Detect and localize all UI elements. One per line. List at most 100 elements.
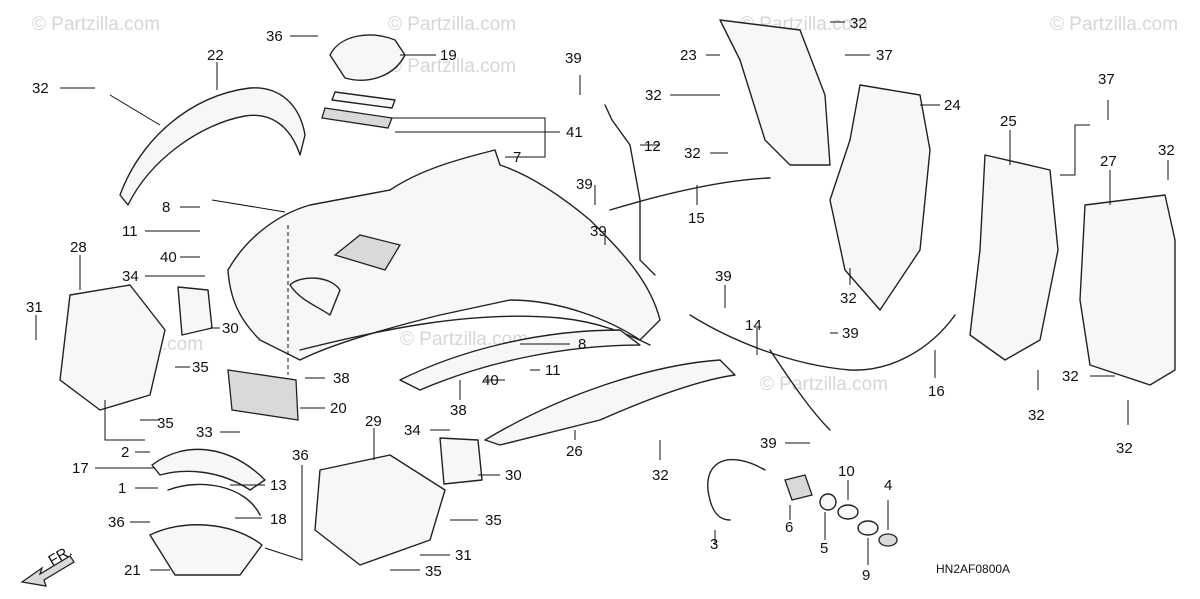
lower-fender-strip-part bbox=[484, 359, 736, 446]
callout-label: 32 bbox=[840, 290, 857, 307]
side-panel-part bbox=[969, 154, 1059, 361]
front-fender-part bbox=[227, 149, 661, 361]
part-drawings bbox=[20, 19, 1176, 587]
callout-label: 34 bbox=[122, 268, 139, 285]
wire-harness-part bbox=[707, 459, 766, 521]
rod-part bbox=[609, 177, 771, 211]
callout-label: 35 bbox=[157, 415, 174, 432]
callout-label: 40 bbox=[160, 249, 177, 266]
fender-lower-part bbox=[399, 329, 641, 391]
left-panel-part bbox=[59, 284, 166, 411]
front-direction-arrow-icon bbox=[20, 555, 75, 587]
callout-label: 39 bbox=[590, 223, 607, 240]
callout-label: 8 bbox=[578, 336, 586, 353]
diagram-code: HN2AF0800A bbox=[936, 562, 1010, 576]
callout-label: 38 bbox=[333, 370, 350, 387]
callout-label: 7 bbox=[513, 149, 521, 166]
callout-label: 3 bbox=[710, 536, 718, 553]
callout-label: 9 bbox=[862, 567, 870, 584]
seal-part bbox=[167, 483, 261, 516]
cable-part bbox=[769, 349, 831, 431]
callout-label: 39 bbox=[565, 50, 582, 67]
washer-part bbox=[837, 504, 859, 520]
callout-label: 32 bbox=[850, 15, 867, 32]
callout-label: 32 bbox=[32, 80, 49, 97]
callout-label: 13 bbox=[270, 477, 287, 494]
rod-part bbox=[604, 104, 656, 276]
callout-label: 11 bbox=[122, 223, 138, 240]
inner-fender-part bbox=[719, 19, 831, 166]
callout-label: 23 bbox=[680, 47, 697, 64]
callout-label: 30 bbox=[222, 320, 239, 337]
callout-label: 39 bbox=[576, 176, 593, 193]
watermark: © Partzilla.com bbox=[388, 14, 516, 35]
callout-label: 37 bbox=[876, 47, 893, 64]
callout-label: 38 bbox=[450, 402, 467, 419]
right-panel-part bbox=[1079, 194, 1176, 386]
mudguard-part bbox=[829, 84, 931, 311]
callout-label: 8 bbox=[162, 199, 170, 216]
callout-label: 41 bbox=[566, 124, 583, 141]
callout-label: 32 bbox=[1062, 368, 1079, 385]
callout-label: 22 bbox=[207, 47, 224, 64]
callout-label: 17 bbox=[72, 460, 89, 477]
callout-label: 2 bbox=[121, 444, 129, 461]
callout-label: 12 bbox=[644, 138, 661, 155]
callout-label: 25 bbox=[1000, 113, 1017, 130]
callout-label: 15 bbox=[688, 210, 705, 227]
callout-label: 19 bbox=[440, 47, 457, 64]
callout-label: 34 bbox=[404, 422, 421, 439]
callout-label: 32 bbox=[684, 145, 701, 162]
callout-label: 31 bbox=[26, 299, 43, 316]
callout-label: 39 bbox=[760, 435, 777, 452]
callout-label: 16 bbox=[928, 383, 945, 400]
watermark: © Partzilla.com bbox=[760, 374, 888, 395]
callout-label: 37 bbox=[1098, 71, 1115, 88]
callout-label: 32 bbox=[645, 87, 662, 104]
ring-part bbox=[857, 520, 879, 536]
callout-label: 27 bbox=[1100, 153, 1117, 170]
lower-panel-part bbox=[314, 454, 446, 566]
callout-label: 33 bbox=[196, 424, 213, 441]
tray-part bbox=[149, 524, 263, 576]
callout-label: 30 bbox=[505, 467, 522, 484]
fender-vent-part bbox=[289, 277, 341, 316]
duct-part bbox=[177, 286, 213, 336]
duct-part bbox=[439, 437, 483, 485]
callout-label: 35 bbox=[485, 512, 502, 529]
callout-label: 31 bbox=[455, 547, 472, 564]
watermark: © Partzilla.com bbox=[1050, 14, 1178, 35]
callout-label: 36 bbox=[292, 447, 309, 464]
fender-arch-part bbox=[119, 87, 306, 206]
watermark-layer: © Partzilla.com © Partzilla.com © Partzi… bbox=[32, 14, 1178, 395]
callout-label: 35 bbox=[425, 563, 442, 580]
callout-labels: 36 19 22 32 41 7 8 11 40 34 28 31 30 35 … bbox=[26, 15, 1175, 584]
callout-label: 26 bbox=[566, 443, 583, 460]
callout-label: 11 bbox=[545, 362, 561, 379]
strap-part bbox=[321, 107, 393, 129]
front-direction-label: FR. bbox=[46, 543, 75, 570]
callout-label: 35 bbox=[192, 359, 209, 376]
callout-label: 29 bbox=[365, 413, 382, 430]
cover-part bbox=[151, 448, 266, 491]
callout-label: 10 bbox=[838, 463, 855, 480]
nut-part bbox=[819, 493, 837, 511]
callout-label: 39 bbox=[715, 268, 732, 285]
callout-label: 32 bbox=[1158, 142, 1175, 159]
callout-label: 21 bbox=[124, 562, 141, 579]
callout-label: 32 bbox=[1028, 407, 1045, 424]
cap-part bbox=[878, 533, 898, 547]
leader-lines bbox=[35, 21, 1169, 571]
callout-label: 36 bbox=[266, 28, 283, 45]
watermark: © Partzilla.com bbox=[32, 14, 160, 35]
callout-label: 32 bbox=[1116, 440, 1133, 457]
callout-label: 40 bbox=[482, 372, 499, 389]
callout-label: 28 bbox=[70, 239, 87, 256]
callout-label: 36 bbox=[108, 514, 125, 531]
watermark: © Partzilla.com bbox=[388, 56, 516, 77]
callout-label: 5 bbox=[820, 540, 828, 557]
callout-label: 4 bbox=[884, 477, 892, 494]
callout-label: 14 bbox=[745, 317, 762, 334]
callout-label: 6 bbox=[785, 519, 793, 536]
